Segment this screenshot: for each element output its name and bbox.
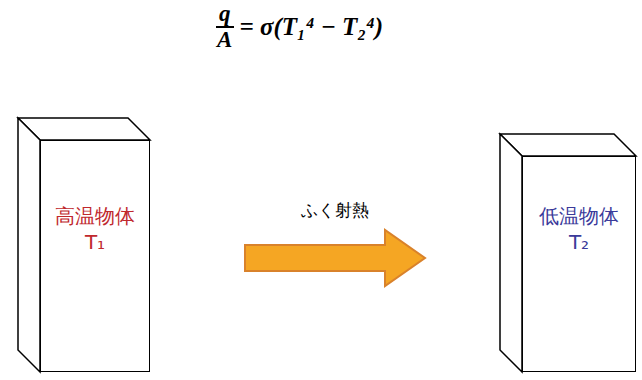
object-name: 高温物体 xyxy=(41,203,149,229)
slab-side-face xyxy=(500,134,522,372)
formula-fraction: qA xyxy=(216,2,234,52)
radiation-arrow xyxy=(245,230,425,286)
slab-side-face xyxy=(18,118,40,372)
slab-top-face xyxy=(18,118,150,140)
temperature-symbol: T₁ xyxy=(41,229,149,255)
formula-denominator: A xyxy=(216,28,234,52)
arrow-label: ふく射熱 xyxy=(299,199,371,222)
slab-front-face: 高温物体T₁ xyxy=(40,140,150,372)
slab-top-face xyxy=(500,134,636,156)
formula-numerator: q xyxy=(216,2,234,28)
temperature-symbol: T₂ xyxy=(523,229,635,255)
slab-front-face: 低温物体T₂ xyxy=(522,156,636,372)
formula-expression: = σ(T₁⁴ − T₂⁴) xyxy=(240,13,384,41)
object-name: 低温物体 xyxy=(523,203,635,229)
